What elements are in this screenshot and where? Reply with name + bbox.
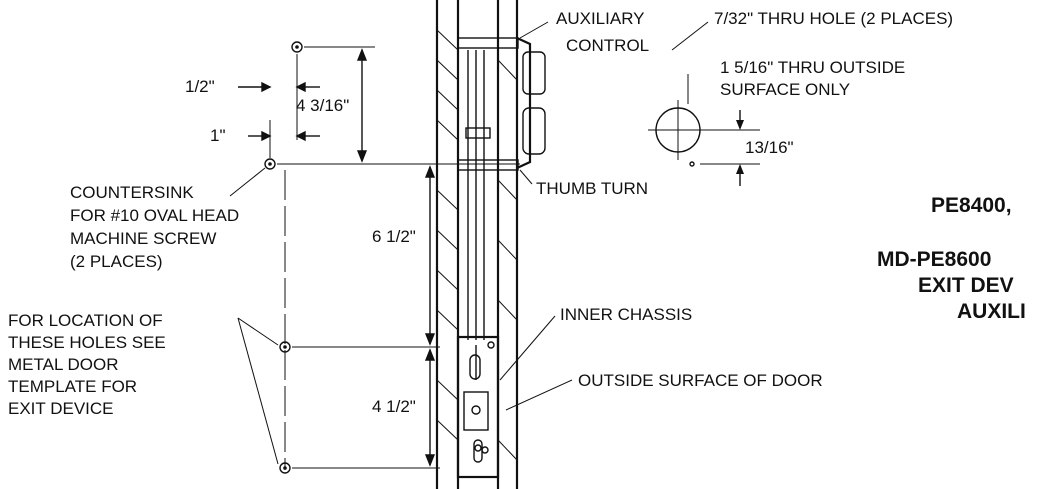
dimension-lines bbox=[238, 48, 436, 467]
outside-surface-door-label: OUTSIDE SURFACE OF DOOR bbox=[578, 371, 823, 390]
location-label-2: THESE HOLES SEE bbox=[8, 333, 166, 352]
location-label-4: TEMPLATE FOR bbox=[8, 377, 137, 396]
dim-four-3-16: 4 3/16" bbox=[296, 96, 349, 115]
inner-chassis bbox=[456, 335, 500, 479]
title-line-1: PE8400, bbox=[931, 194, 1012, 217]
thru-hole-label: 7/32" THRU HOLE (2 PLACES) bbox=[714, 9, 953, 28]
dim-one-inch: 1" bbox=[210, 126, 226, 145]
auxiliary-control-label-2: CONTROL bbox=[566, 36, 649, 55]
leader-lines bbox=[229, 21, 709, 465]
outside-hole-detail bbox=[648, 74, 760, 186]
countersink-label-3: MACHINE SCREW bbox=[70, 229, 216, 248]
dim-thirteen-16: 13/16" bbox=[745, 138, 794, 157]
dim-four-half: 4 1/2" bbox=[372, 397, 416, 416]
countersink-label-4: (2 PLACES) bbox=[70, 252, 163, 271]
dim-six-half: 6 1/2" bbox=[372, 227, 416, 246]
title-line-3: EXIT DEV bbox=[918, 274, 1014, 297]
title-line-4: AUXILI bbox=[957, 300, 1026, 323]
thumb-turn-label: THUMB TURN bbox=[536, 179, 648, 198]
location-label-5: EXIT DEVICE bbox=[8, 399, 114, 418]
title-line-2: MD-PE8600 bbox=[877, 248, 991, 271]
countersink-label-1: COUNTERSINK bbox=[70, 183, 194, 202]
location-label-3: METAL DOOR bbox=[8, 355, 119, 374]
auxiliary-control-label-1: AUXILIARY bbox=[556, 9, 645, 28]
auxiliary-control-housing bbox=[516, 37, 546, 169]
door-section bbox=[435, 0, 519, 489]
location-label-1: FOR LOCATION OF bbox=[8, 311, 163, 330]
dim-half-inch: 1/2" bbox=[185, 77, 215, 96]
inner-chassis-label: INNER CHASSIS bbox=[560, 305, 692, 324]
outside-surface-label-1: 1 5/16" THRU OUTSIDE bbox=[720, 58, 905, 77]
countersink-label-2: FOR #10 OVAL HEAD bbox=[70, 206, 239, 225]
outside-surface-label-2: SURFACE ONLY bbox=[720, 80, 850, 99]
extension-lines bbox=[269, 46, 520, 469]
